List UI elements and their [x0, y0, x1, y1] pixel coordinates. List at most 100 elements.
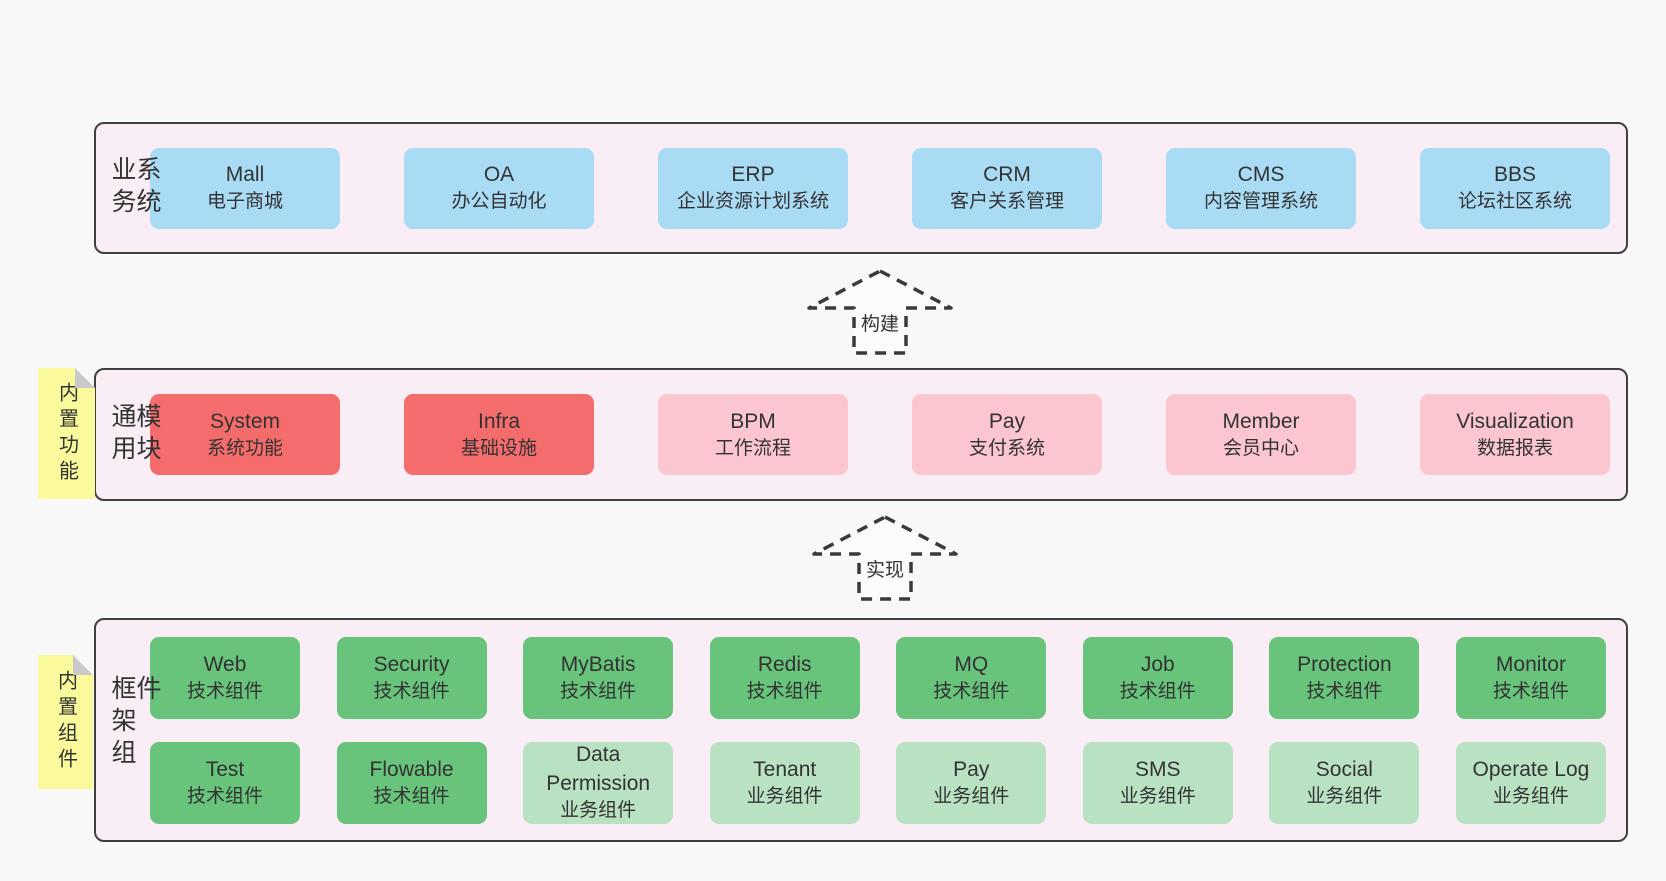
implement-arrow-label: 实现 [862, 554, 908, 583]
box-subtitle: 技术组件 [1119, 680, 1196, 702]
box-title: Flowable [369, 757, 454, 781]
box-title: Redis [757, 652, 812, 676]
component-box-job: Job 技术组件 [1082, 636, 1233, 719]
box-subtitle: 基础设施 [460, 437, 537, 459]
section-common-modules: 通用模块 System 系统功能 Infra 基础设施 BPM 工作流程 Pay… [94, 368, 1628, 501]
component-box-protection: Protection 技术组件 [1269, 636, 1420, 719]
module-box-bpm: BPM 工作流程 [658, 394, 848, 475]
module-box-infra: Infra 基础设施 [404, 394, 594, 475]
component-box-pay: Pay 业务组件 [896, 741, 1047, 824]
section-framework-components: 框架组件 Web 技术组件 Security 技术组件 MyBatis 技术组件… [94, 618, 1628, 842]
folded-corner-icon [75, 368, 95, 388]
box-title: Mall [225, 163, 265, 186]
box-title: ERP [731, 163, 775, 186]
box-subtitle: 技术组件 [186, 680, 263, 702]
box-subtitle: 电子商城 [206, 191, 283, 213]
box-subtitle: 系统功能 [206, 437, 283, 459]
sticky-label: 内置功能 [55, 381, 78, 486]
box-subtitle: 业务组件 [560, 800, 637, 822]
box-subtitle: 工作流程 [714, 437, 791, 459]
box-subtitle: 企业资源计划系统 [676, 191, 829, 213]
build-arrow-icon: 构建 [805, 268, 955, 356]
box-title: CRM [983, 163, 1031, 186]
build-arrow-label: 构建 [857, 308, 903, 337]
box-title: MyBatis [560, 652, 636, 676]
box-subtitle: 技术组件 [933, 680, 1010, 702]
box-subtitle: 业务组件 [746, 785, 823, 807]
box-title: BPM [730, 409, 776, 433]
box-subtitle: 客户关系管理 [949, 191, 1064, 213]
box-subtitle: 技术组件 [373, 680, 450, 702]
box-title: Monitor [1495, 652, 1566, 676]
box-title: Operate Log [1472, 757, 1590, 781]
box-title: Data Permission [546, 743, 651, 795]
module-box-visualization: Visualization 数据报表 [1420, 394, 1610, 475]
section-label-modules: 通用模块 [108, 402, 161, 467]
box-subtitle: 技术组件 [1492, 680, 1569, 702]
box-title: OA [483, 163, 515, 186]
box-subtitle: 业务组件 [933, 785, 1010, 807]
module-box-member: Member 会员中心 [1166, 394, 1356, 475]
box-title: Tenant [753, 757, 817, 781]
box-title: CMS [1237, 163, 1285, 186]
business-box-mall: Mall 电子商城 [150, 147, 340, 229]
box-subtitle: 业务组件 [1306, 785, 1383, 807]
box-subtitle: 会员中心 [1222, 437, 1299, 459]
components-row-1: Web 技术组件 Security 技术组件 MyBatis 技术组件 Redi… [150, 636, 1606, 719]
business-box-cms: CMS 内容管理系统 [1166, 147, 1356, 229]
box-subtitle: 论坛社区系统 [1457, 191, 1572, 213]
box-title: Protection [1297, 652, 1392, 676]
box-subtitle: 数据报表 [1476, 437, 1553, 459]
sticky-note-built-in-components: 内置组件 [38, 655, 93, 789]
sticky-label: 内置组件 [54, 670, 77, 774]
component-box-mybatis: MyBatis 技术组件 [523, 636, 674, 719]
box-title: Job [1140, 652, 1175, 676]
business-box-oa: OA 办公自动化 [404, 147, 594, 229]
folded-corner-icon [73, 655, 93, 675]
implement-arrow-icon: 实现 [810, 514, 960, 602]
box-title: Pay [953, 757, 990, 781]
box-subtitle: 技术组件 [560, 680, 637, 702]
box-subtitle: 业务组件 [1119, 785, 1196, 807]
modules-box-row: System 系统功能 Infra 基础设施 BPM 工作流程 Pay 支付系统… [150, 394, 1610, 475]
box-subtitle: 支付系统 [968, 437, 1045, 459]
components-row-2: Test 技术组件 Flowable 技术组件 Data Permission … [150, 741, 1606, 824]
component-box-sms: SMS 业务组件 [1082, 741, 1233, 824]
sticky-note-built-in-features: 内置功能 [38, 368, 95, 499]
box-title: Web [203, 652, 247, 676]
component-box-tenant: Tenant 业务组件 [709, 741, 860, 824]
box-title: Test [205, 757, 245, 781]
box-subtitle: 内容管理系统 [1203, 191, 1318, 213]
component-box-mq: MQ 技术组件 [896, 636, 1047, 719]
box-title: MQ [954, 652, 989, 676]
component-box-operate-log: Operate Log 业务组件 [1455, 741, 1606, 824]
box-title: Member [1222, 409, 1300, 433]
box-title: System [209, 409, 280, 433]
box-subtitle: 技术组件 [373, 785, 450, 807]
business-box-row: Mall 电子商城 OA 办公自动化 ERP 企业资源计划系统 CRM 客户关系… [150, 147, 1610, 229]
box-subtitle: 业务组件 [1492, 785, 1569, 807]
box-title: Pay [988, 409, 1026, 433]
component-box-web: Web 技术组件 [150, 636, 300, 719]
component-box-social: Social 业务组件 [1269, 741, 1420, 824]
box-title: BBS [1493, 163, 1537, 186]
section-business-systems: 业务系统 Mall 电子商城 OA 办公自动化 ERP 企业资源计划系统 CRM… [94, 122, 1628, 254]
component-box-security: Security 技术组件 [336, 636, 487, 719]
component-box-test: Test 技术组件 [150, 741, 300, 824]
component-box-flowable: Flowable 技术组件 [336, 741, 487, 824]
component-box-redis: Redis 技术组件 [709, 636, 860, 719]
box-title: Security [373, 652, 450, 676]
business-box-bbs: BBS 论坛社区系统 [1420, 147, 1610, 229]
business-box-erp: ERP 企业资源计划系统 [658, 147, 848, 229]
box-title: Visualization [1456, 409, 1574, 433]
box-title: Social [1315, 757, 1373, 781]
business-box-crm: CRM 客户关系管理 [912, 147, 1102, 229]
component-box-data-permission: Data Permission 业务组件 [523, 741, 674, 824]
section-label-business: 业务系统 [108, 156, 161, 220]
module-box-system: System 系统功能 [150, 394, 340, 475]
components-box-rows: Web 技术组件 Security 技术组件 MyBatis 技术组件 Redi… [150, 636, 1606, 824]
box-subtitle: 技术组件 [746, 680, 823, 702]
box-subtitle: 技术组件 [186, 785, 263, 807]
box-title: Infra [477, 409, 521, 433]
